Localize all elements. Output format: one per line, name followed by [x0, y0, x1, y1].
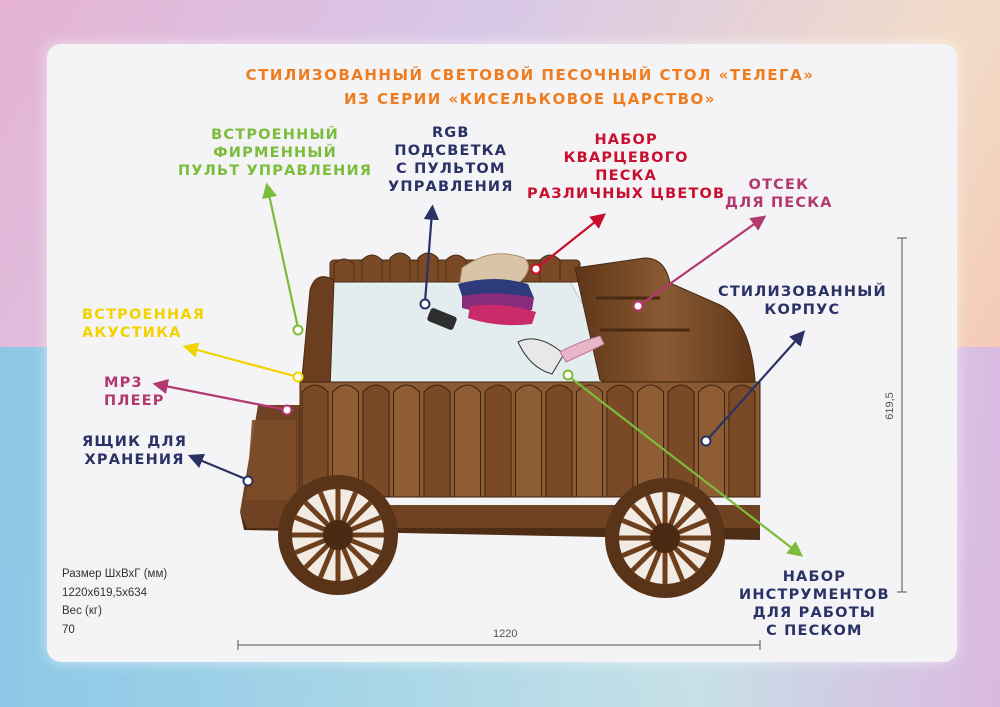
remote-control	[427, 308, 457, 330]
spec-weight-label: Вес (кг)	[62, 605, 102, 617]
page-subtitle: ИЗ СЕРИИ «КИСЕЛЬКОВОЕ ЦАРСТВО»	[344, 90, 716, 108]
specs-block: Размер ШхВхГ (мм) 1220х619,5х634 Вес (кг…	[62, 565, 167, 639]
width-dimension-value: 1220	[493, 628, 518, 640]
fence-picket	[515, 384, 542, 498]
fence-picket	[576, 384, 603, 498]
page-title: СТИЛИЗОВАННЫЙ СВЕТОВОЙ ПЕСОЧНЫЙ СТОЛ «ТЕ…	[245, 66, 815, 84]
wheel-right	[605, 478, 725, 598]
height-dimension-line	[897, 237, 907, 593]
fence-picket	[393, 384, 420, 498]
width-dimension-line	[237, 640, 761, 650]
spec-size-value: 1220х619,5х634	[62, 586, 148, 599]
front-pickets	[301, 384, 756, 498]
callout-arrows	[152, 182, 806, 557]
fence-picket	[301, 384, 329, 498]
callout-dots	[242, 263, 712, 487]
fence-picket	[637, 384, 664, 498]
height-dimension-value: 619,5	[883, 392, 896, 420]
sand-tools	[517, 335, 605, 375]
wheel-hub	[323, 520, 353, 550]
fence-picket	[484, 384, 512, 498]
fence-picket	[728, 384, 756, 498]
spec-weight-value: 70	[62, 623, 75, 636]
spec-size-label: Размер ШхВхГ (мм)	[62, 568, 168, 580]
wheel-left	[278, 475, 398, 595]
fence-picket	[362, 384, 390, 498]
sand-bags	[458, 253, 536, 326]
fence-picket	[545, 384, 573, 498]
fence-picket	[606, 384, 634, 498]
fence-picket	[423, 384, 451, 498]
wheel-hub	[650, 523, 680, 553]
back-fence	[329, 252, 581, 283]
fence-picket	[454, 384, 481, 498]
fence-picket	[332, 384, 359, 498]
left-side-panel	[299, 276, 335, 401]
